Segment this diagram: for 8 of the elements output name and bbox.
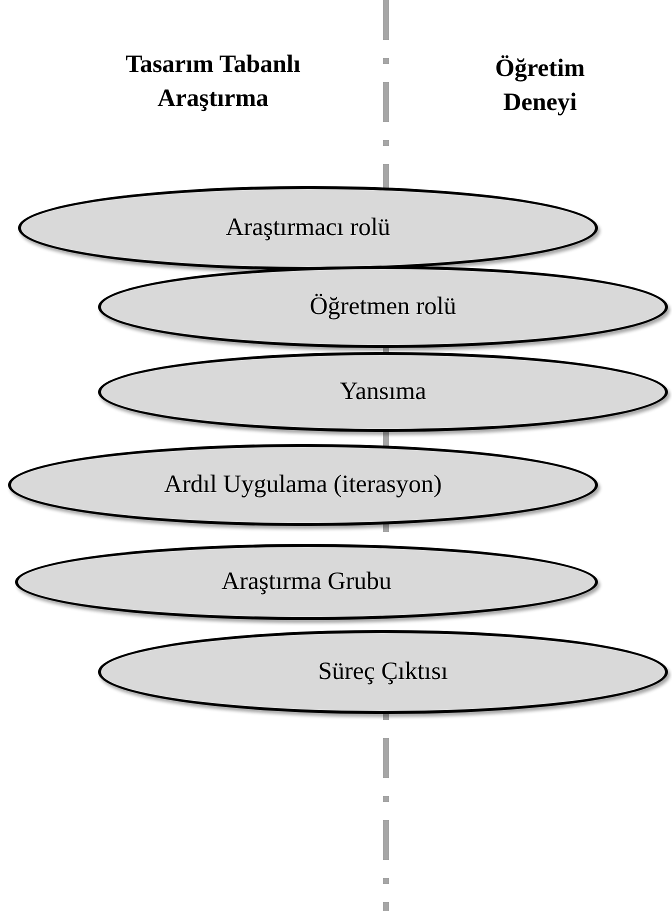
stage-label: Süreç Çıktısı [318, 658, 448, 686]
column-heading: Tasarım Tabanlı Araştırma [124, 50, 302, 114]
stage-label: Öğretmen rolü [310, 293, 456, 321]
column-heading: Öğretim Deneyi [494, 54, 586, 118]
stage-label: Araştırma Grubu [221, 568, 392, 596]
stage-label: Ardıl Uygulama (iterasyon) [164, 471, 442, 499]
stage-label: Yansıma [340, 378, 426, 406]
stage-label: Araştırmacı rolü [226, 214, 390, 242]
